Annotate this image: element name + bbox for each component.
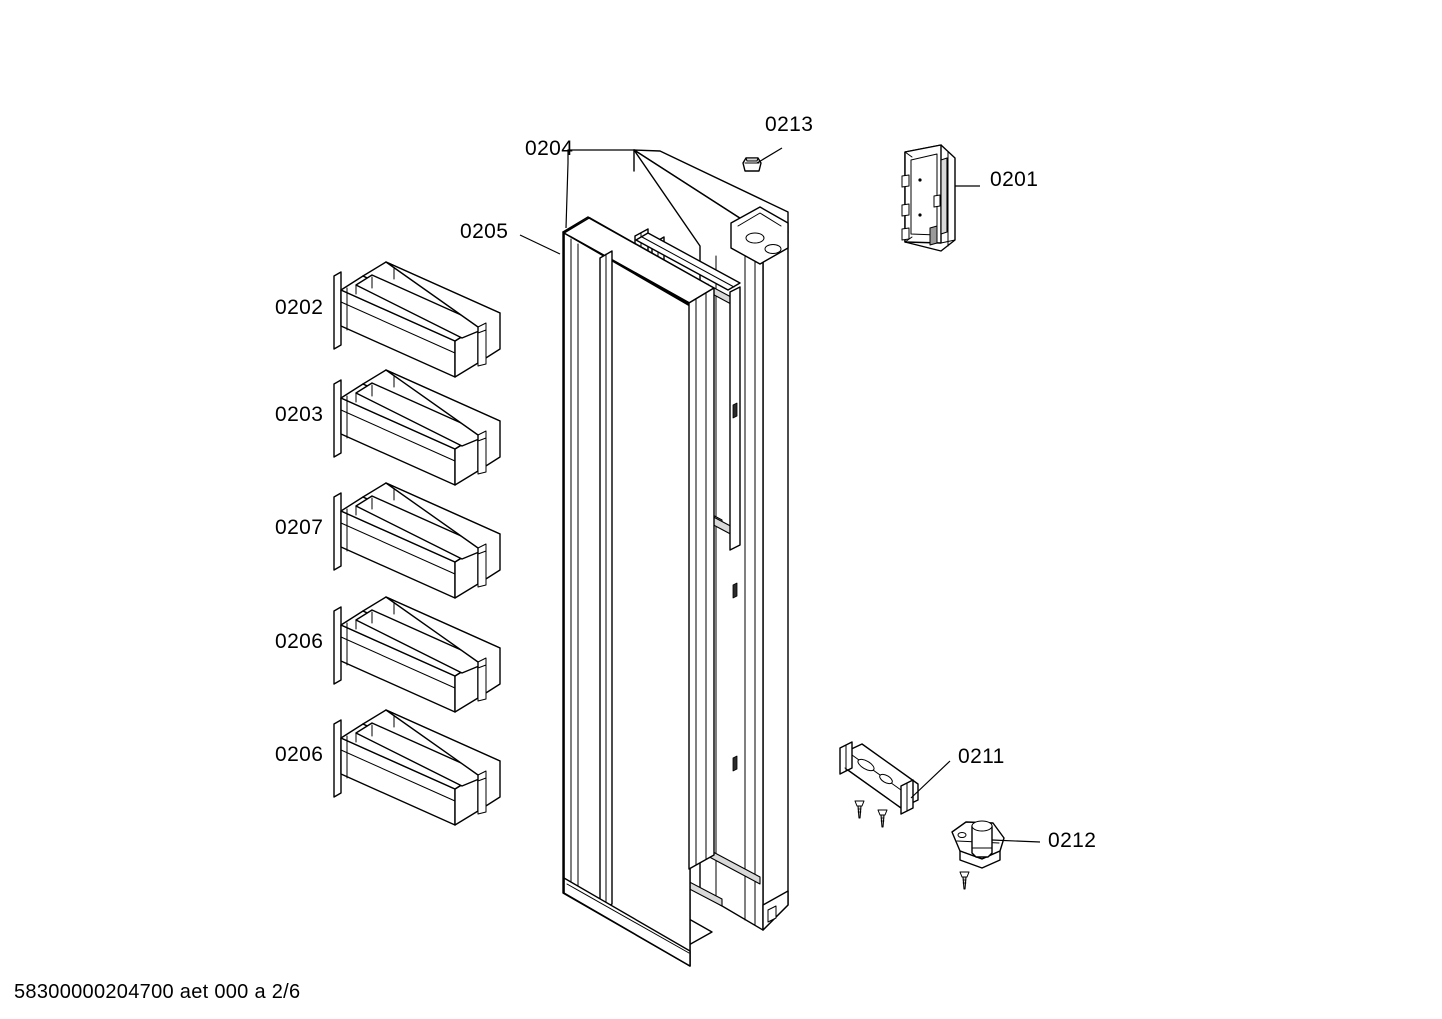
document-footer-code: 58300000204700 aet 000 a 2/6 — [14, 981, 300, 1003]
top-hinge-plate — [730, 206, 789, 265]
part-0203-shelf-bin[interactable] — [333, 369, 501, 486]
screw-icon — [877, 809, 888, 828]
part-0213-hole-plug[interactable] — [742, 157, 762, 172]
leader-0213 — [756, 147, 783, 164]
screw-icon — [959, 871, 970, 890]
shelf-bin-group — [333, 261, 501, 826]
part-0211-hinge-bracket[interactable] — [839, 741, 919, 815]
label-0204: 0204 — [525, 137, 573, 160]
label-0206-upper: 0206 — [275, 630, 323, 653]
leader-0211 — [910, 760, 951, 799]
label-0207: 0207 — [275, 516, 323, 539]
part-0207-shelf-bin[interactable] — [333, 482, 501, 599]
leader-0205 — [519, 234, 561, 255]
label-0212: 0212 — [1048, 829, 1096, 852]
label-0205: 0205 — [460, 220, 508, 243]
label-0206-lower: 0206 — [275, 743, 323, 766]
label-0201: 0201 — [990, 168, 1038, 191]
leader-0204 — [567, 149, 634, 163]
leader-0204b — [565, 162, 569, 229]
part-0206-lower-shelf-bin[interactable] — [333, 709, 501, 826]
label-0203: 0203 — [275, 403, 323, 426]
door-front-face — [563, 217, 715, 967]
screw-icon — [854, 800, 865, 819]
label-0202: 0202 — [275, 296, 323, 319]
label-0211: 0211 — [958, 745, 1005, 768]
part-0206-upper-shelf-bin[interactable] — [333, 596, 501, 713]
part-0202-shelf-bin[interactable] — [333, 261, 501, 378]
part-0211-screws — [854, 800, 888, 828]
part-0201-door-trim-panel[interactable] — [901, 144, 956, 252]
part-number-labels: 0202 0203 0207 0206 0206 0204 0205 0213 … — [275, 113, 1096, 852]
label-0213: 0213 — [765, 113, 813, 136]
part-0212-hinge-pin-bushing[interactable] — [951, 820, 1005, 890]
leader-lines — [519, 147, 1041, 843]
leader-0212 — [991, 839, 1041, 843]
door-assembly-group — [562, 149, 789, 967]
